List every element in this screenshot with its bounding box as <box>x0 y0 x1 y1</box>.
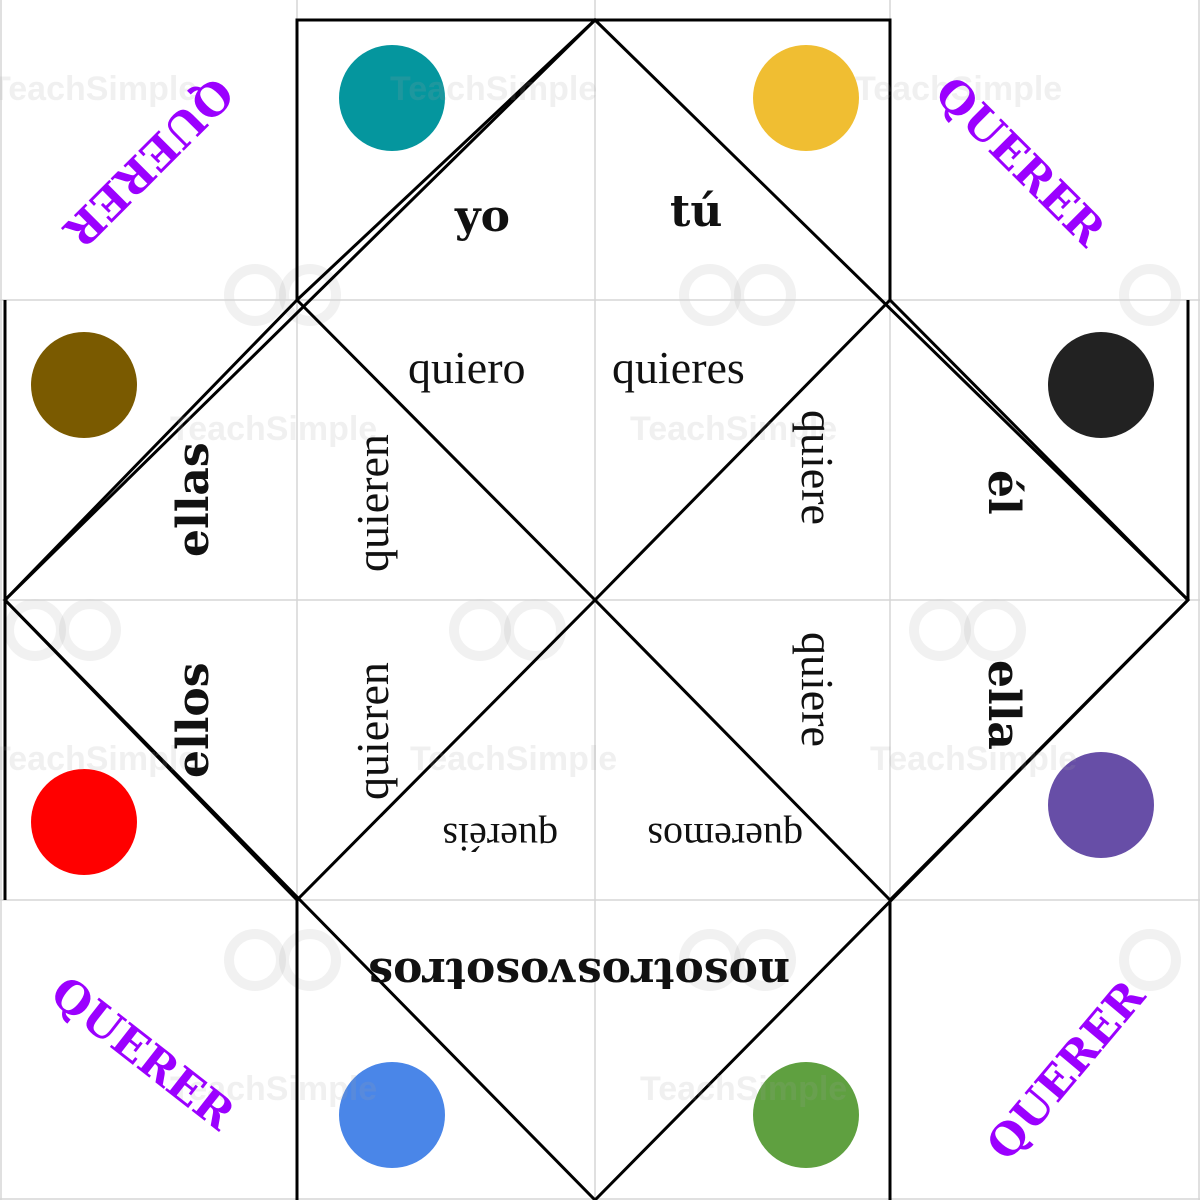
watermark-owls <box>4 264 1181 991</box>
owl-watermark-1 <box>224 264 341 326</box>
owl-watermark-7 <box>224 929 341 991</box>
watermark-text: TeachSimple <box>170 1070 378 1108</box>
owl-watermark-5 <box>449 599 566 661</box>
red-dot <box>31 769 137 875</box>
pronoun-tu: tú <box>670 186 723 237</box>
conjugation-yo: quiero <box>408 342 526 393</box>
green-dot <box>753 1062 859 1168</box>
pronoun-yo: yo <box>455 191 510 242</box>
pronoun-vosotros: vosotros <box>368 948 575 999</box>
pronoun-nosotros: nosotros <box>576 948 790 999</box>
conjugation-ellas: quieren <box>347 434 398 572</box>
blue-dot <box>339 1062 445 1168</box>
conjugation-tu: quieres <box>612 342 745 393</box>
watermark-text: TeachSimple <box>630 410 838 448</box>
pronoun-el: él <box>978 470 1029 515</box>
owl-watermark-4 <box>4 599 121 661</box>
watermark-text: TeachSimple <box>0 740 198 778</box>
teal-dot <box>339 45 445 151</box>
watermark-text: TeachSimple <box>390 70 598 108</box>
pronoun-ellos: ellos <box>168 662 219 778</box>
watermark-text: TeachSimple <box>170 410 378 448</box>
watermark-text: TeachSimple <box>0 70 198 108</box>
yellow-dot <box>753 45 859 151</box>
watermark-text: TeachSimple <box>870 740 1078 778</box>
watermark-text: TeachSimple <box>410 740 618 778</box>
watermark-text: TeachSimple <box>640 1070 848 1108</box>
pronoun-ella: ella <box>978 660 1029 750</box>
watermark-text: TeachSimple <box>855 70 1063 108</box>
owl-watermark-3 <box>1119 264 1181 326</box>
conjugation-ella: quiere <box>792 632 843 747</box>
thick-fold-lines <box>2 17 1191 1200</box>
owl-watermark-8 <box>679 929 796 991</box>
conjugation-ellos: quieren <box>347 662 398 800</box>
purple-dot <box>1048 752 1154 858</box>
black-dot <box>1048 332 1154 438</box>
owl-watermark-2 <box>679 264 796 326</box>
conjugation-nosotros: queremos <box>647 815 803 860</box>
owl-watermark-6 <box>909 599 1026 661</box>
conjugation-el: quiere <box>792 410 843 525</box>
brown-dot <box>31 332 137 438</box>
conjugation-vosotros: queréis <box>442 815 558 860</box>
pronoun-ellas: ellas <box>168 442 219 557</box>
owl-watermark-9 <box>1119 929 1181 991</box>
